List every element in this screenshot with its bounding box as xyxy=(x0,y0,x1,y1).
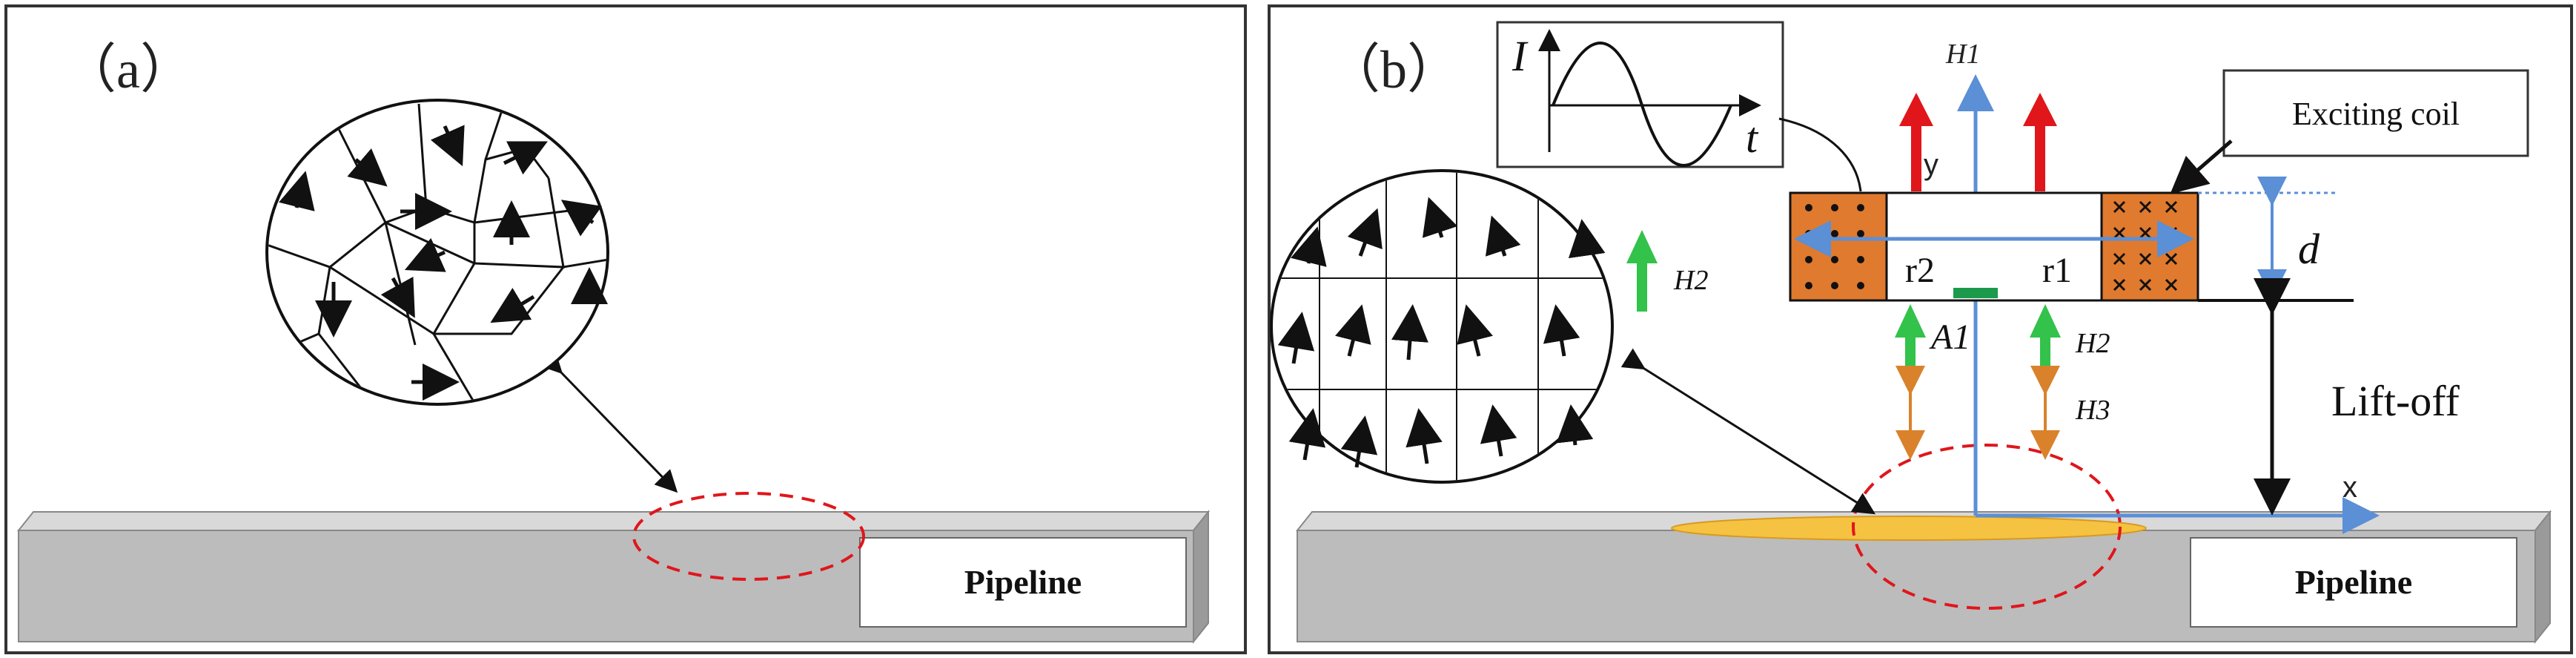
liftoff-label: Lift-off xyxy=(2331,377,2460,425)
domain-circle-b xyxy=(1270,169,1614,484)
primary-field-arrows xyxy=(1899,93,2057,191)
H3-label: H3 xyxy=(2075,395,2110,426)
pipeline-b-label: Pipeline xyxy=(2295,563,2412,601)
waveform-current-label: I xyxy=(1512,32,1529,80)
d-label: d xyxy=(2298,225,2320,273)
waveform-time-label: t xyxy=(1746,113,1759,162)
panel-a: （a） Pipeline xyxy=(4,4,1247,654)
H2-label-left: H2 xyxy=(1673,265,1708,296)
panel-a-frame xyxy=(4,4,1247,654)
zoom-connector-b xyxy=(1620,348,1876,515)
secondary-field-arrows xyxy=(1626,230,2061,386)
exciting-coil-callout xyxy=(2222,69,2529,157)
defect-region-b xyxy=(1852,444,2122,610)
zoom-connector-a xyxy=(539,350,678,493)
pipeline-a-top xyxy=(16,511,1211,531)
pipeline-a-side xyxy=(1193,510,1209,644)
pipeline-b-label-box xyxy=(2190,537,2517,628)
domain-circle-a xyxy=(265,99,609,406)
defect-ellipse-b xyxy=(1671,516,2147,541)
coil-dots xyxy=(1805,204,1864,289)
current-waveform-inset: I t xyxy=(1496,21,1784,168)
coil-winding-left xyxy=(1789,191,1888,302)
pipeline-a-label: Pipeline xyxy=(964,563,1082,601)
waveform-connector xyxy=(1778,117,1862,192)
x-axis-label: x xyxy=(2342,471,2357,504)
panel-a-label: （a） xyxy=(63,40,193,99)
exciting-coil xyxy=(1789,191,2199,302)
pipeline-b-side xyxy=(2534,510,2551,644)
y-axis-label: y xyxy=(1924,148,1938,181)
pipeline-a-label-box xyxy=(859,537,1187,628)
waveform-frame xyxy=(1496,21,1784,168)
domain-arrows-b xyxy=(1277,197,1606,468)
r1-label: r1 xyxy=(2042,251,2072,290)
H2-label-right: H2 xyxy=(2075,328,2110,359)
exciting-coil-label: Exciting coil xyxy=(2292,96,2460,132)
r2-label: r2 xyxy=(1905,251,1935,290)
domain-zoom-b xyxy=(1270,169,1614,484)
H1-label: H1 xyxy=(1945,39,1980,70)
panel-b-frame xyxy=(1268,4,2573,654)
exciting-coil-pointer xyxy=(2170,139,2233,194)
sensor-A1 xyxy=(1953,288,1998,298)
pipeline-a: Pipeline xyxy=(16,510,1211,644)
A1-label: A1 xyxy=(1929,318,1970,357)
defect-region-a xyxy=(632,492,865,581)
domain-arrows-a xyxy=(279,125,608,401)
domain-zoom-a xyxy=(265,99,609,406)
panel-b-label: （b） xyxy=(1327,40,1460,99)
waveform-sine xyxy=(1552,42,1732,167)
panel-b: （b） Pipeline x y H1 xyxy=(1268,4,2573,654)
